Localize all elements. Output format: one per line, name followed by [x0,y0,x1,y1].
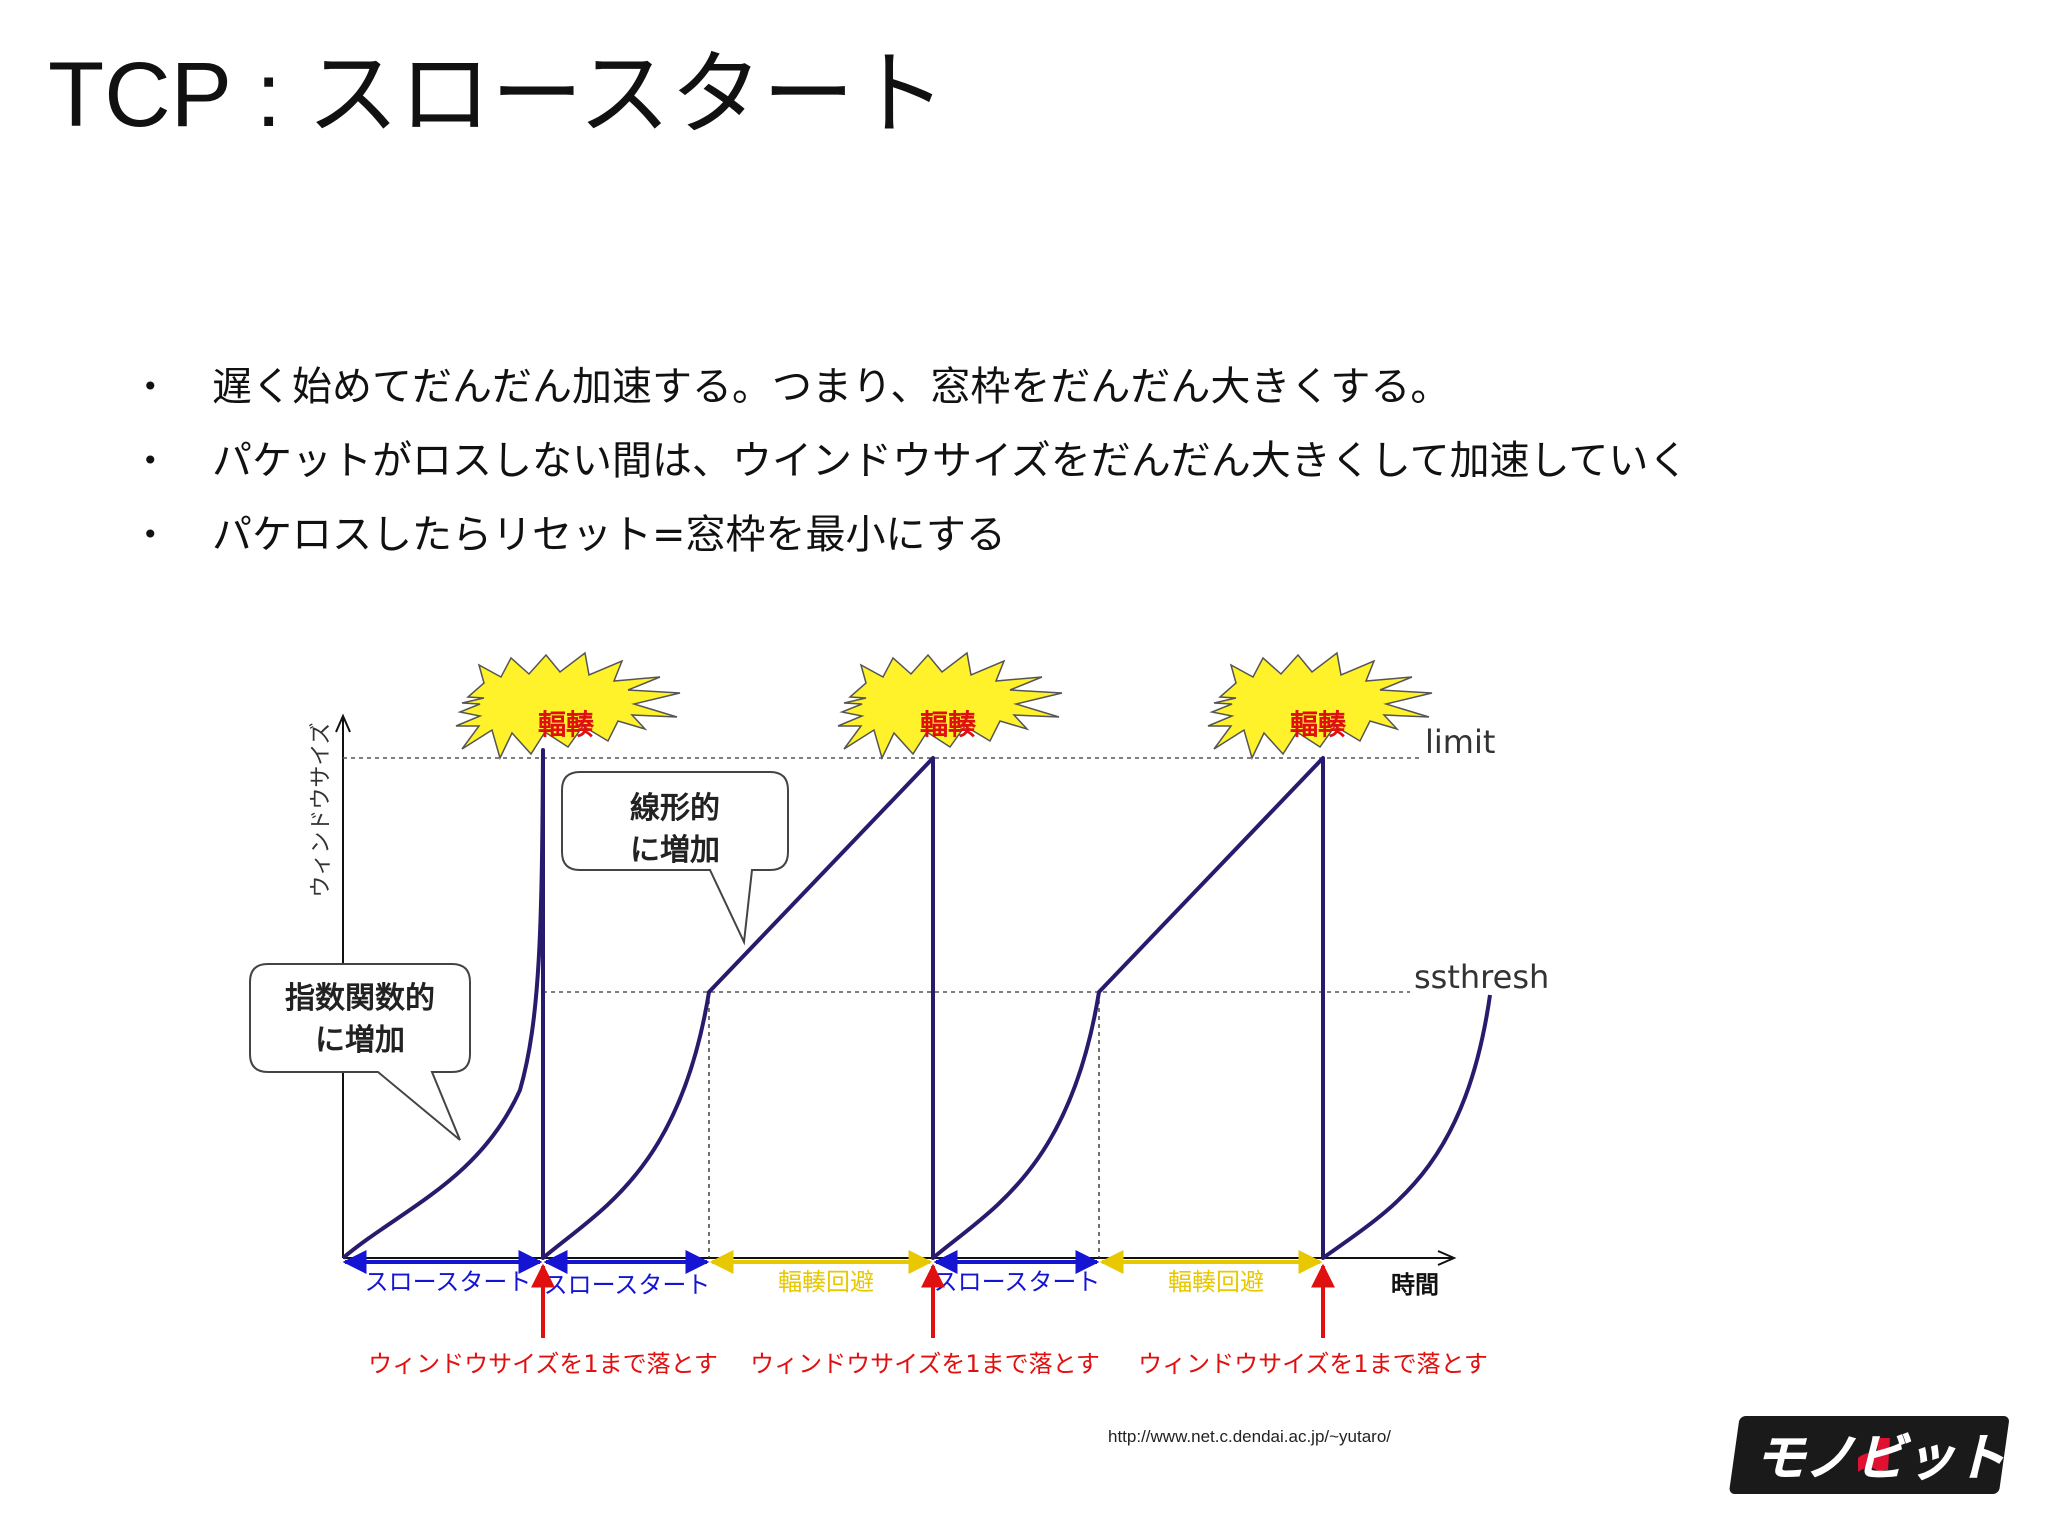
y-axis-arrow-icon [335,713,351,733]
congestion-burst: 輻輳 [455,651,681,761]
bullet-list: •遅く始めてだんだん加速する。つまり、窓枠をだんだん大きくする。 •パケットがロ… [140,350,1688,572]
x-axis-arrow-icon [1437,1250,1457,1266]
source-url: http://www.net.c.dendai.ac.jp/~yutaro/ [1108,1427,1392,1446]
callout-exponential: 指数関数的 に増加 [249,963,471,1141]
phase-label-slow-start: スロースタート [934,1268,1101,1296]
congestion-burst: 輻輳 [1207,651,1433,761]
bullet-text: パケロスしたらリセット=窓枠を最小にする [212,512,1006,558]
bullet-text: 遅く始めてだんだん加速する。つまり、窓枠をだんだん大きくする。 [212,364,1451,410]
callout-exponential-line2: に増加 [315,1023,405,1058]
limit-label: limit [1425,723,1495,761]
burst-icon [837,651,1063,761]
x-axis-label: 時間 [1391,1271,1439,1299]
bullet-item: •パケロスしたらリセット=窓枠を最小にする [142,512,1006,558]
phase-label-slow-start: スロースタート [544,1271,711,1299]
callout-linear-line2: に増加 [630,833,720,868]
burst-label: 輻輳 [538,708,595,741]
callout-exponential-line1: 指数関数的 [285,981,435,1016]
monobit-logo: モノビット [1729,1416,2009,1494]
logo-text: モノビット [1755,1429,2005,1487]
bullet-item: •遅く始めてだんだん加速する。つまり、窓枠をだんだん大きくする。 [142,364,1451,410]
reset-note: ウィンドウサイズを1まで落とす [1138,1350,1488,1378]
ssthresh-label: ssthresh [1414,958,1549,996]
phase-label-avoidance: 輻輳回避 [778,1268,874,1296]
reset-note: ウィンドウサイズを1まで落とす [368,1350,718,1378]
burst-icon [455,651,681,761]
bullet-text: パケットがロスしない間は、ウインドウサイズをだんだん大きくして加速していく [212,438,1689,484]
burst-label: 輻輳 [1290,708,1347,741]
phase-label-avoidance: 輻輳回避 [1168,1268,1264,1296]
callout-linear-line1: 線形的 [630,791,720,826]
bullet-item: •パケットがロスしない間は、ウインドウサイズをだんだん大きくして加速していく [142,438,1689,484]
slide-title: TCP : スロースタート [48,44,947,146]
congestion-burst: 輻輳 [837,651,1063,761]
y-axis-label: ウィンドウサイズ [309,722,334,897]
burst-icon [1207,651,1433,761]
callout-linear: 線形的 に増加 [561,771,789,946]
cwnd-curve [341,748,1492,1260]
phase-label-slow-start: スロースタート [365,1268,532,1296]
burst-label: 輻輳 [920,708,977,741]
reset-note: ウィンドウサイズを1まで落とす [750,1350,1100,1378]
